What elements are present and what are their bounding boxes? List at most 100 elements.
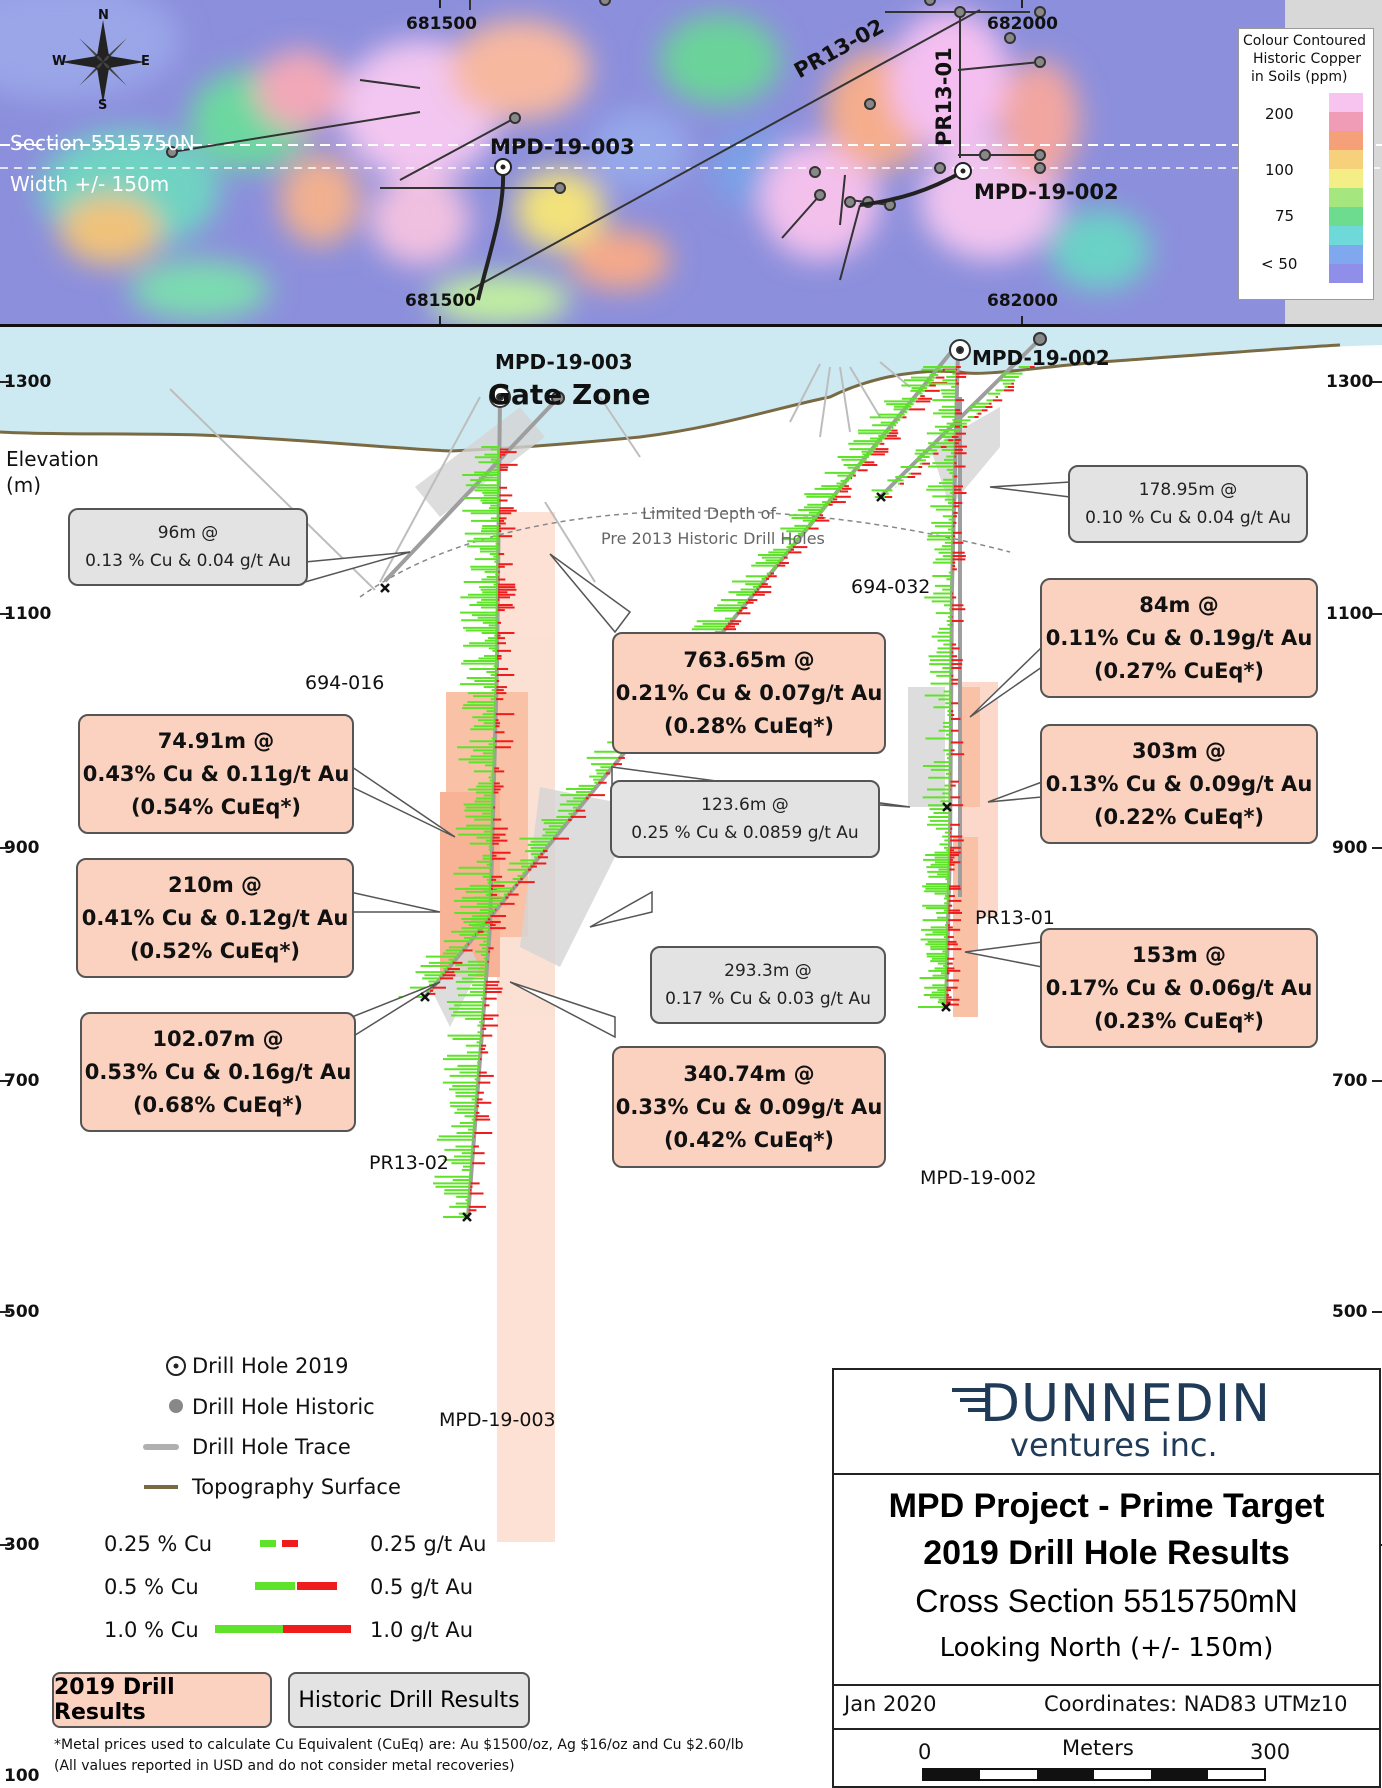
callout-17895m: 178.95m @ 0.10 % Cu & 0.04 g/t Au: [1068, 465, 1308, 543]
elev-700-right: 700: [1332, 1071, 1368, 1091]
callout-210m: 210m @ 0.41% Cu & 0.12g/t Au (0.52% CuEq…: [76, 858, 354, 978]
callout-763m-line1: 763.65m @: [683, 647, 815, 672]
soil-ramp-step: [1329, 245, 1363, 264]
callout-153m-line2: 0.17% Cu & 0.06g/t Au: [1045, 975, 1313, 1000]
hole-label-pr13-01: PR13-01: [975, 907, 1055, 929]
soil-legend-title-1: Colour Contoured: [1243, 33, 1366, 49]
leader-2933m: [589, 890, 653, 928]
elev-1300-right: 1300: [1326, 372, 1374, 392]
callout-34074m: 340.74m @ 0.33% Cu & 0.09g/t Au (0.42% C…: [612, 1046, 886, 1168]
legend-cu-05: 0.5 % Cu: [104, 1575, 199, 1599]
scale-unit: Meters: [1062, 1736, 1134, 1760]
plan-map: N E S W 681500 682000 681500 682000 Sect…: [0, 0, 1382, 324]
callout-210m-line3: (0.52% CuEq*): [129, 938, 301, 963]
cross-section-drawing: [0, 327, 1382, 1546]
assay-scale-1pct: [215, 1625, 351, 1633]
callout-303m-line1: 303m @: [1131, 738, 1227, 763]
soil-contour-map: [0, 0, 1382, 324]
callout-34074m-line2: 0.33% Cu & 0.09g/t Au: [615, 1094, 883, 1119]
callout-84m: 84m @ 0.11% Cu & 0.19g/t Au (0.27% CuEq*…: [1040, 578, 1318, 698]
callout-303m: 303m @ 0.13% Cu & 0.09g/t Au (0.22% CuEq…: [1040, 724, 1318, 844]
soil-value-75: 75: [1275, 207, 1295, 225]
callout-2933m: 293.3m @ 0.17 % Cu & 0.03 g/t Au: [650, 946, 886, 1024]
elev-1100-right: 1100: [1326, 604, 1374, 624]
hole-label-694-032: 694-032: [851, 576, 931, 598]
compass-w: W: [52, 54, 67, 69]
callout-84m-line1: 84m @: [1139, 592, 1219, 617]
sky-area: [0, 327, 1382, 451]
callout-153m-line1: 153m @: [1131, 942, 1227, 967]
soil-ramp-step: [1329, 207, 1363, 226]
callout-96m-line2: 0.13 % Cu & 0.04 g/t Au: [85, 551, 291, 571]
footnote-1: *Metal prices used to calculate Cu Equiv…: [54, 1737, 744, 1753]
compass-n: N: [98, 8, 109, 23]
grid-label-681500-top: 681500: [406, 14, 477, 34]
callout-763m: 763.65m @ 0.21% Cu & 0.07g/t Au (0.28% C…: [612, 632, 886, 754]
map-divider: [0, 324, 1382, 327]
zone-84m: [958, 687, 980, 807]
soil-colour-ramp: [1329, 93, 1363, 283]
hole-label-694-016: 694-016: [305, 672, 385, 694]
section-hole-mpd-19-002: MPD-19-002: [972, 346, 1110, 370]
assay-bars-mpd-19-003: [432, 446, 518, 1218]
legend-au-05: 0.5 g/t Au: [370, 1575, 474, 1599]
scale-bar: [922, 1768, 1266, 1781]
title-line-2: 2019 Drill Hole Results: [923, 1534, 1290, 1572]
legend-drill-historic: Drill Hole Historic: [192, 1395, 375, 1419]
section-label: Section 5515750N: [10, 131, 195, 155]
hole-label-mpd-19-003-bottom: MPD-19-003: [439, 1409, 556, 1431]
callout-10207m-line3: (0.68% CuEq*): [132, 1092, 304, 1117]
soil-ramp-step: [1329, 188, 1363, 207]
callout-10207m-line2: 0.53% Cu & 0.16g/t Au: [84, 1059, 352, 1084]
callout-210m-line1: 210m @: [167, 872, 263, 897]
callout-303m-line2: 0.13% Cu & 0.09g/t Au: [1045, 771, 1313, 796]
callout-10207m-line1: 102.07m @: [152, 1026, 284, 1051]
callout-34074m-line3: (0.42% CuEq*): [663, 1127, 835, 1152]
hist-zone-17895m: [930, 407, 1000, 507]
grid-label-682000-top: 682000: [987, 14, 1058, 34]
callout-303m-line3: (0.22% CuEq*): [1093, 804, 1265, 829]
title-line-3: Cross Section 5515750mN: [915, 1583, 1298, 1619]
legend-au-025: 0.25 g/t Au: [370, 1532, 487, 1556]
topography-surface: [0, 343, 1341, 453]
elevation-unit: (m): [6, 473, 42, 497]
legend-historic-results: Historic Drill Results: [288, 1672, 530, 1728]
title-date: Jan 2020: [844, 1692, 937, 1716]
soil-ramp-step: [1329, 131, 1363, 150]
soil-value-50: < 50: [1261, 255, 1298, 273]
callout-763m-line3: (0.28% CuEq*): [663, 713, 835, 738]
elev-700-left: 700: [4, 1071, 40, 1091]
assay-bars-mpd-19-002: [918, 366, 968, 1008]
legend-symbols: [143, 1356, 186, 1489]
logo-main: DUNNEDIN: [980, 1374, 1272, 1434]
callout-2933m-line1: 293.3m @: [724, 961, 812, 981]
legend-drill-trace: Drill Hole Trace: [192, 1435, 351, 1459]
callout-7491m-line1: 74.91m @: [157, 728, 275, 753]
grid-label-682000-bottom: 682000: [987, 291, 1058, 311]
leader-7491m: [351, 765, 456, 838]
callout-153m: 153m @ 0.17% Cu & 0.06g/t Au (0.23% CuEq…: [1040, 928, 1318, 1048]
callout-153m-line3: (0.23% CuEq*): [1093, 1008, 1265, 1033]
title-lines: MPD Project - Prime Target 2019 Drill Ho…: [834, 1473, 1379, 1686]
logo: DUNNEDIN ventures inc.: [834, 1370, 1379, 1475]
elev-300-left: 300: [4, 1535, 40, 1555]
callout-17895m-line1: 178.95m @: [1138, 480, 1238, 500]
title-coords: Coordinates: NAD83 UTMz10: [1044, 1692, 1348, 1716]
soil-ramp-step: [1329, 93, 1363, 112]
plan-hole-mpd-19-003: MPD-19-003: [490, 135, 635, 159]
leader-17895m: [989, 481, 1071, 498]
elev-100-left: 100: [4, 1766, 40, 1786]
trace-694-016: [383, 396, 560, 583]
elev-900-right: 900: [1332, 838, 1368, 858]
soil-legend-title-3: in Soils (ppm): [1251, 69, 1348, 85]
assay-bars-694-032: [871, 366, 1035, 498]
leader-10207m: [351, 981, 441, 1039]
footnote-2: (All values reported in USD and do not c…: [54, 1758, 515, 1774]
title-meta: Jan 2020 Coordinates: NAD83 UTMz10: [834, 1684, 1379, 1730]
section-hole-mpd-19-003: MPD-19-003: [495, 350, 633, 374]
limited-depth-line: [359, 510, 1011, 598]
callout-1236m-line2: 0.25 % Cu & 0.0859 g/t Au: [631, 823, 859, 843]
title-line-4: Looking North (+/- 150m): [939, 1633, 1274, 1663]
limited-depth-line-1: Limited Depth of: [642, 504, 776, 523]
legend-2019-results: 2019 Drill Results: [52, 1672, 272, 1728]
